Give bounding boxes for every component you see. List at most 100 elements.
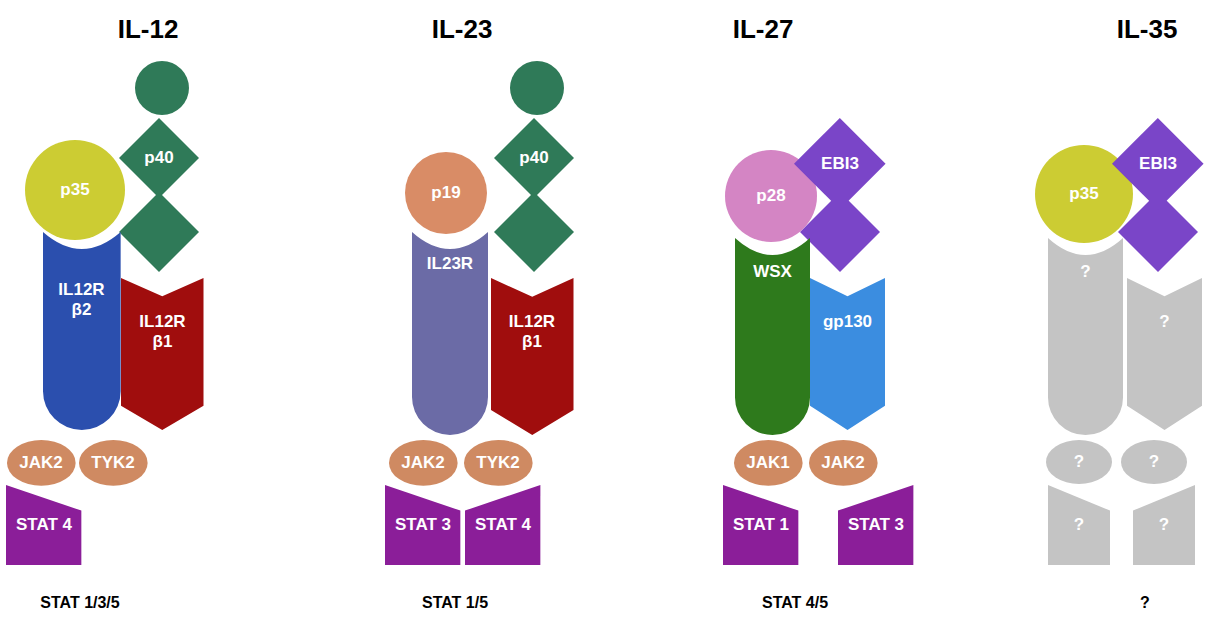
- node-label: ?: [1159, 515, 1169, 535]
- node-label: EBI3: [821, 154, 859, 174]
- text-holder: EBI3: [1112, 154, 1204, 174]
- shape-fill: [794, 118, 886, 210]
- text-holder: IL23R: [412, 254, 488, 274]
- column-heading: IL-23: [432, 14, 493, 45]
- text-holder: STAT 3: [385, 515, 460, 535]
- node-label: p40: [144, 148, 173, 168]
- shape-fill: [465, 485, 540, 565]
- text-holder: p40: [494, 148, 574, 168]
- shape-fill: [494, 118, 574, 198]
- diamond-shape: p40: [494, 118, 574, 198]
- node-label: TYK2: [91, 453, 134, 473]
- cyl-shape: ?: [1048, 238, 1123, 435]
- shape-outline: [810, 278, 885, 430]
- node-label: IL23R: [427, 254, 473, 274]
- text-holder: TYK2: [464, 453, 533, 473]
- text-holder: p19: [405, 183, 487, 203]
- text-holder: p35: [1035, 184, 1133, 204]
- statL-shape: STAT 3: [385, 485, 460, 565]
- text-holder: ?: [1133, 515, 1195, 535]
- shape-outline: [43, 232, 121, 430]
- diamond-shape: EBI3: [794, 118, 886, 210]
- shape-fill: [1121, 440, 1187, 484]
- node-label: IL12R β1: [503, 312, 561, 351]
- shape-fill: [838, 485, 913, 565]
- shape-fill: [79, 440, 148, 486]
- shape-fill: [809, 440, 878, 486]
- oval-shape: ?: [1121, 440, 1187, 484]
- cyl-shape: IL23R: [412, 232, 488, 435]
- node-label: STAT 4: [16, 515, 72, 535]
- p40-domain: [494, 192, 574, 272]
- p40-domain: [119, 192, 199, 272]
- node-label: p35: [1069, 184, 1098, 204]
- shape-fill: [385, 485, 460, 565]
- oval-shape: JAK2: [389, 440, 458, 486]
- statL-shape: STAT 4: [6, 485, 81, 565]
- node-label: p19: [431, 183, 460, 203]
- text-holder: ?: [1048, 515, 1110, 535]
- shape-fill: [405, 152, 487, 234]
- text-holder: IL12R β1: [491, 312, 574, 351]
- node-label: IL12R β2: [52, 280, 110, 319]
- stat-note: STAT 4/5: [762, 594, 828, 612]
- oval-shape: ?: [1046, 440, 1112, 484]
- node-label: EBI3: [1139, 154, 1177, 174]
- node-label: p28: [756, 186, 785, 206]
- shape-fill: [389, 440, 458, 486]
- text-holder: JAK2: [7, 453, 76, 473]
- node-label: JAK2: [19, 453, 62, 473]
- oval-shape: JAK2: [7, 440, 76, 486]
- text-holder: JAK1: [734, 453, 803, 473]
- column-heading: IL-27: [733, 14, 794, 45]
- node-label: ?: [1074, 515, 1084, 535]
- shape-outline: [491, 278, 574, 435]
- shape-fill: [1048, 238, 1123, 435]
- statR-shape: STAT 3: [838, 485, 913, 565]
- shape-fill: [6, 485, 81, 565]
- circle-shape: p19: [405, 152, 487, 234]
- shape-fill: [734, 440, 803, 486]
- shape-fill: [810, 278, 885, 430]
- node-label: STAT 3: [848, 515, 904, 535]
- text-holder: gp130: [810, 312, 885, 332]
- shape-fill: [1127, 278, 1202, 430]
- p40-globule: [135, 61, 189, 115]
- node-label: JAK1: [746, 453, 789, 473]
- node-label: ?: [1149, 452, 1159, 472]
- text-holder: p40: [119, 148, 199, 168]
- shape-fill: [121, 278, 204, 430]
- shape-outline: [1127, 278, 1202, 430]
- oval-shape: JAK2: [809, 440, 878, 486]
- shape-fill: [1112, 118, 1204, 210]
- column-heading: IL-12: [118, 14, 179, 45]
- text-holder: TYK2: [79, 453, 148, 473]
- chev-shape: IL12R β1: [121, 278, 204, 430]
- node-label: ?: [1074, 452, 1084, 472]
- shape-fill: [464, 440, 533, 486]
- oval-shape: TYK2: [464, 440, 533, 486]
- oval-shape: TYK2: [79, 440, 148, 486]
- chev-shape: IL12R β1: [491, 278, 574, 435]
- shape-outline: [121, 278, 204, 430]
- oval-shape: JAK1: [734, 440, 803, 486]
- node-label: STAT 4: [475, 515, 531, 535]
- shape-fill: [735, 238, 810, 435]
- node-label: p40: [519, 148, 548, 168]
- shape-fill: [1133, 485, 1195, 565]
- diamond-shape: EBI3: [1112, 118, 1204, 210]
- statR-shape: STAT 4: [465, 485, 540, 565]
- node-label: STAT 3: [395, 515, 451, 535]
- node-label: ?: [1080, 262, 1090, 282]
- shape-fill: [491, 278, 574, 435]
- text-holder: IL12R β2: [43, 280, 121, 319]
- node-label: p35: [60, 180, 89, 200]
- shape-fill: [723, 485, 798, 565]
- text-holder: WSX: [735, 262, 810, 282]
- column-heading: IL-35: [1117, 14, 1178, 45]
- statL-shape: STAT 1: [723, 485, 798, 565]
- diamond-shape: p40: [119, 118, 199, 198]
- shape-fill: [1048, 485, 1110, 565]
- node-label: gp130: [823, 312, 872, 332]
- text-holder: ?: [1121, 452, 1187, 472]
